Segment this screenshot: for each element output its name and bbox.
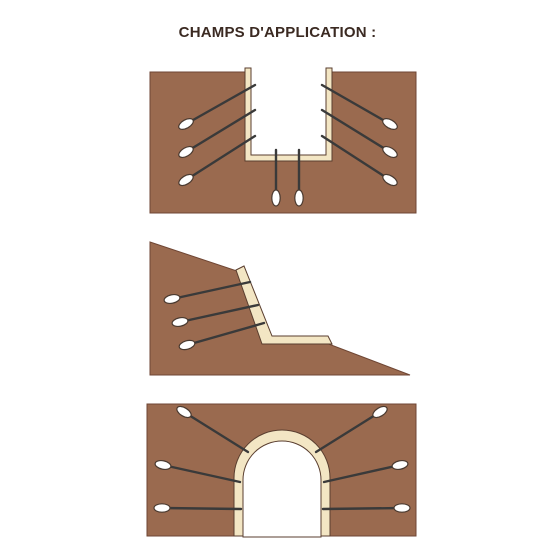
trench-diagram <box>149 67 417 214</box>
trench-bottom-anchors <box>274 148 301 198</box>
trench-void <box>249 68 327 154</box>
trench-left-anchors <box>184 83 257 182</box>
slope-diagram <box>149 241 411 376</box>
trench-lining <box>244 67 333 162</box>
trench-right-anchors <box>320 83 392 182</box>
tunnel-diagram <box>146 403 417 538</box>
slope-soil <box>149 241 411 376</box>
page-title: CHAMPS D'APPLICATION : <box>178 24 377 41</box>
tunnel-void <box>242 440 322 538</box>
tunnel-anchors <box>160 410 404 511</box>
slope-anchors <box>170 280 266 347</box>
